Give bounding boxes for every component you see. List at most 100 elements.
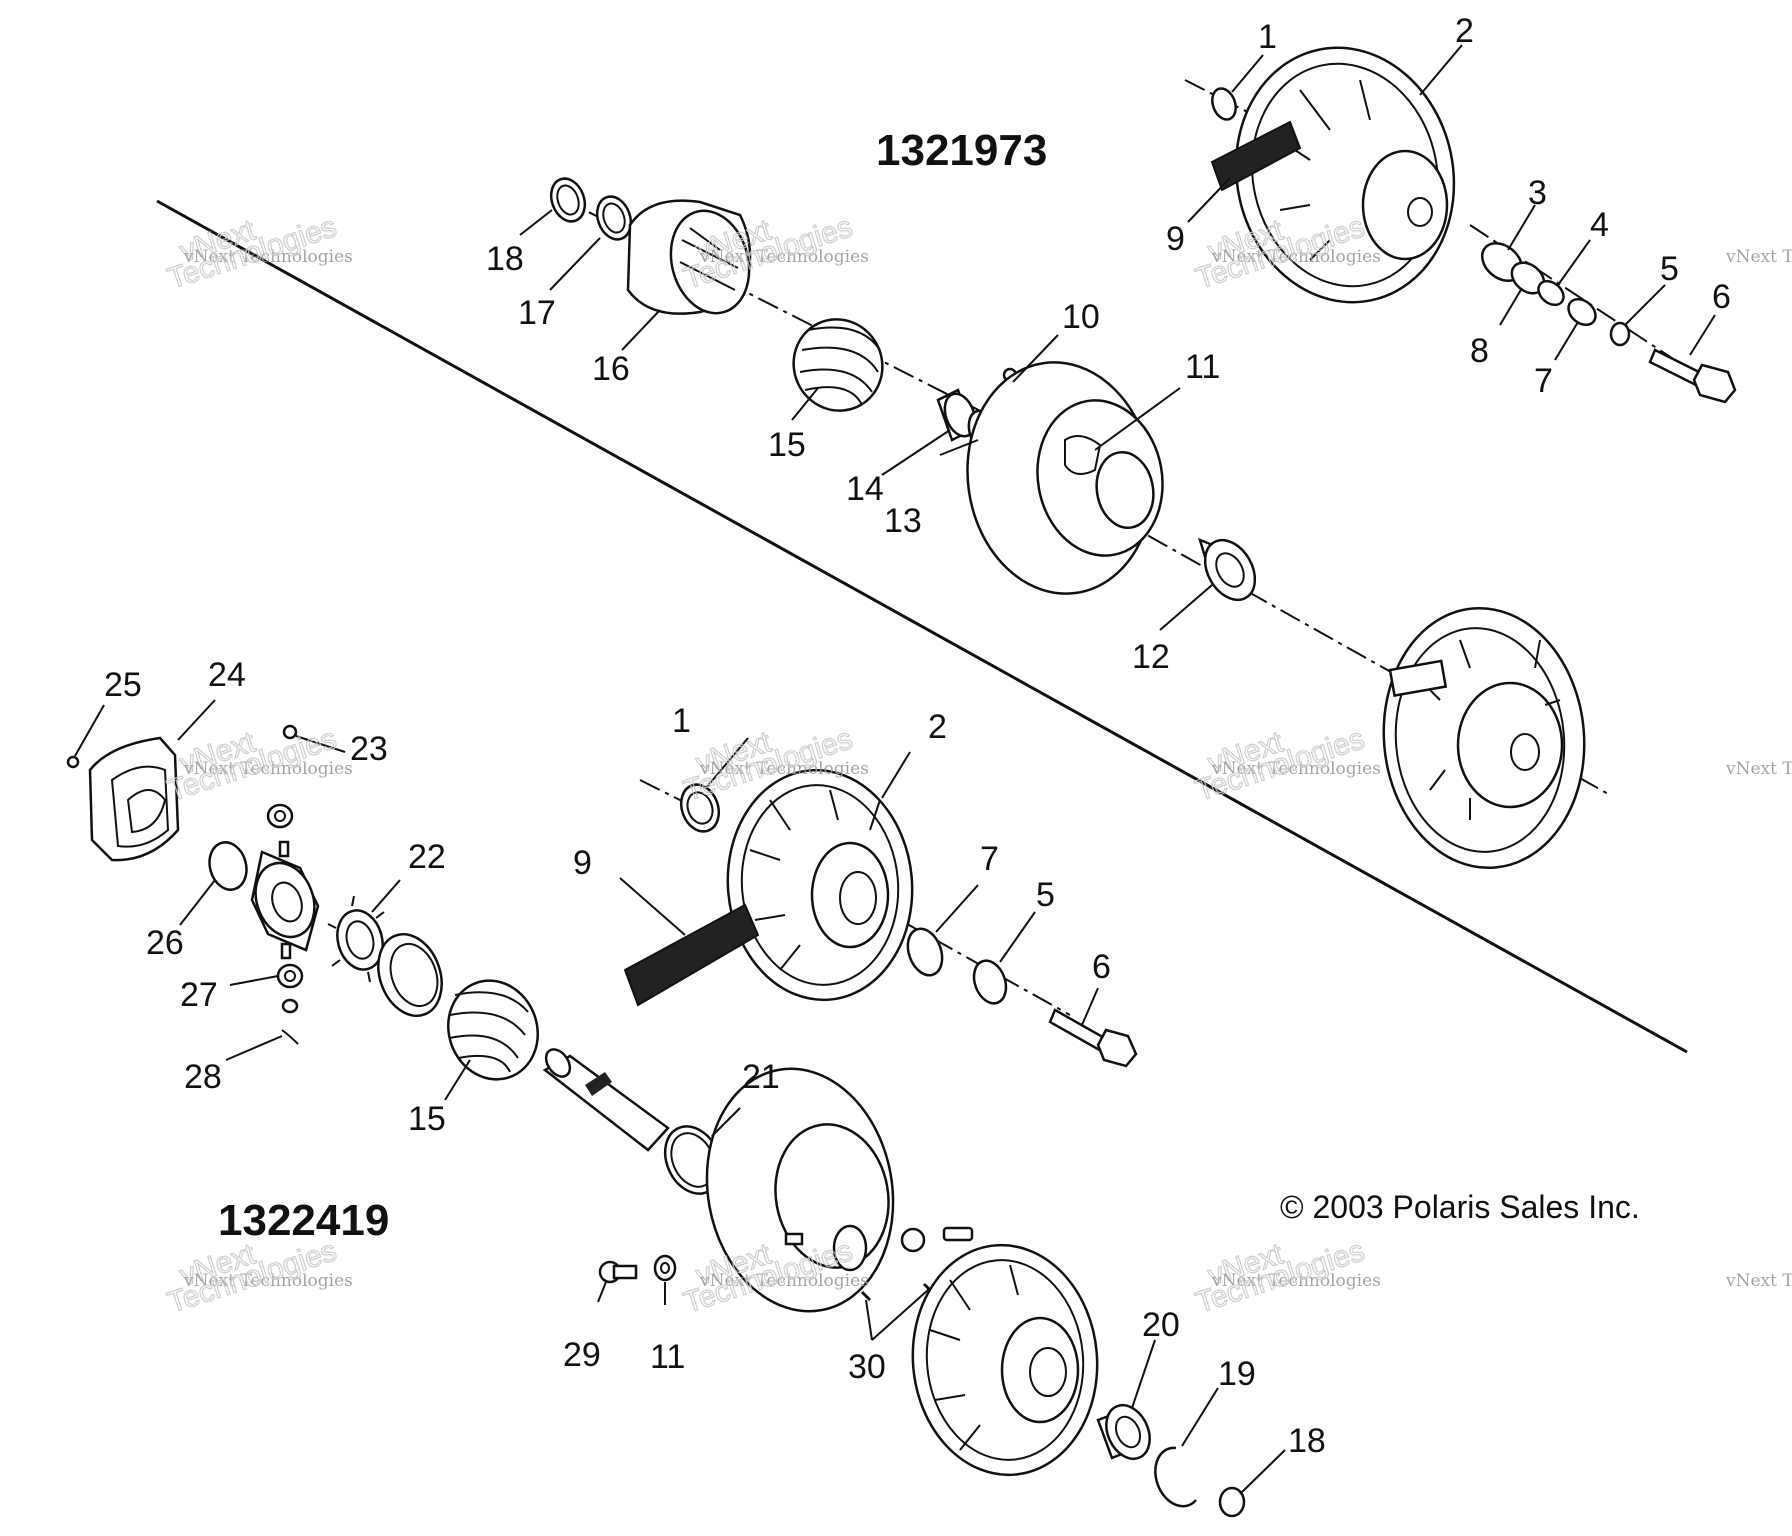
- callout-l25: 25: [104, 666, 142, 704]
- upper-assembly-number: 1321973: [876, 126, 1047, 175]
- callout-u15: 15: [768, 426, 806, 464]
- upper-assembly: 1321973 1 2 3 4 5 6 7 8 9 10 11 12 13 14…: [486, 12, 1737, 870]
- roller-top: [266, 803, 294, 829]
- watermark-text: vNext Technologies: [699, 1271, 869, 1291]
- washer-5-lower: [972, 959, 1008, 1005]
- callout-l15: 15: [408, 1100, 446, 1138]
- bushing-14: [936, 388, 977, 442]
- divider-line: [156, 199, 1688, 1054]
- bolt-right: [942, 1226, 974, 1242]
- roller-27: [276, 963, 304, 989]
- callout-l5: 5: [1036, 876, 1055, 914]
- shaft: [542, 1048, 670, 1152]
- callout-l23: 23: [350, 730, 388, 768]
- snap-ring-19: [1154, 1446, 1197, 1508]
- cover-24: [88, 736, 180, 862]
- callout-u4: 4: [1590, 206, 1609, 244]
- callout-l30: 30: [848, 1348, 886, 1386]
- spider-block: [250, 840, 320, 960]
- bolt-6-lower: [1048, 1008, 1138, 1068]
- snap-ring-18-lower: [1218, 1486, 1246, 1518]
- bolt-6: [1648, 348, 1737, 404]
- callout-l21: 21: [742, 1058, 780, 1096]
- callout-u9: 9: [1166, 220, 1185, 258]
- callout-l6: 6: [1092, 948, 1111, 986]
- callout-l11: 11: [650, 1338, 685, 1376]
- callout-l28: 28: [184, 1058, 222, 1096]
- belt-9: [1210, 120, 1302, 192]
- watermark-text: vNext Technologies: [183, 759, 353, 779]
- washer-4: [1537, 279, 1565, 307]
- belt-9-lower: [623, 903, 760, 1007]
- callout-l24: 24: [208, 656, 246, 694]
- nut-5: [1609, 321, 1631, 347]
- watermark-text: vNext Technologies: [1211, 247, 1381, 267]
- lower-assembly: 1322419 1 2 5 6 7 9 11 15 18 19 20 21 22…: [66, 656, 1326, 1518]
- sheave-2: [1234, 46, 1456, 304]
- clip-28: [281, 1029, 299, 1045]
- watermark-text: vNext Technologies: [1725, 247, 1792, 267]
- watermark-text: vNext Technologies: [1211, 759, 1381, 779]
- callout-u18: 18: [486, 240, 524, 278]
- callout-u5: 5: [1660, 250, 1679, 288]
- roller-right: [900, 1227, 926, 1253]
- watermark-text: vNext Technologies: [1725, 1271, 1792, 1291]
- callout-u3: 3: [1528, 174, 1547, 212]
- washer-7: [1567, 297, 1597, 327]
- bolt-29: [598, 1260, 638, 1284]
- spring-15-lower: [447, 979, 539, 1081]
- washer-small: [281, 998, 299, 1014]
- callout-u11: 11: [1185, 348, 1220, 386]
- ring-26: [208, 841, 248, 891]
- stationary-sheave-lower: [911, 1243, 1099, 1477]
- spring-cup: [377, 932, 443, 1018]
- callout-l27: 27: [180, 976, 218, 1014]
- lower-leaders: [74, 699, 1286, 1495]
- callout-l19: 19: [1218, 1355, 1256, 1393]
- callout-l7: 7: [980, 840, 999, 878]
- lower-assembly-number: 1322419: [218, 1196, 389, 1245]
- callout-u6: 6: [1712, 278, 1731, 316]
- washer-17: [595, 195, 633, 241]
- copyright-notice: © 2003 Polaris Sales Inc.: [1280, 1189, 1640, 1225]
- stationary-sheave: [1382, 606, 1586, 870]
- pin-30a: [860, 1290, 872, 1302]
- bearing-12: [1198, 537, 1257, 602]
- snap-ring-18: [549, 177, 587, 223]
- callout-u12: 12: [1132, 638, 1170, 676]
- callout-l9: 9: [573, 844, 592, 882]
- nut-11-lower: [653, 1254, 677, 1282]
- callout-u1: 1: [1258, 18, 1277, 56]
- moveable-sheave-11: [966, 361, 1164, 595]
- screw-23: [282, 724, 298, 740]
- cam-16: [626, 199, 752, 315]
- star-washer-22: [327, 895, 393, 983]
- callout-l22: 22: [408, 838, 446, 876]
- callout-l26: 26: [146, 924, 184, 962]
- moveable-sheave-lower: [705, 1067, 895, 1313]
- callout-u8: 8: [1470, 332, 1489, 370]
- upper-leaders: [519, 44, 1716, 631]
- watermark-text: vNext Technologies: [699, 759, 869, 779]
- bushing-1-lower: [679, 783, 721, 833]
- callout-u2: 2: [1455, 12, 1474, 50]
- callout-u7: 7: [1534, 362, 1553, 400]
- watermark-text: vNext Technologies: [183, 1271, 353, 1291]
- washer-1: [1211, 87, 1237, 121]
- watermark-text: vNext Technologies: [183, 247, 353, 267]
- callout-u17: 17: [518, 294, 556, 332]
- bearing-20: [1096, 1404, 1151, 1460]
- sheave-2-lower: [726, 768, 914, 1002]
- callout-l29: 29: [563, 1336, 601, 1374]
- spring-15: [792, 318, 884, 412]
- callout-l1: 1: [672, 702, 691, 740]
- washer-7-lower: [906, 927, 944, 977]
- watermark-text: vNext Technologies: [699, 247, 869, 267]
- callout-u14: 14: [846, 470, 884, 508]
- watermark-text: vNext Technologies: [1725, 759, 1792, 779]
- callout-l20: 20: [1142, 1306, 1180, 1344]
- callout-u16: 16: [592, 350, 630, 388]
- callout-u10: 10: [1062, 298, 1100, 336]
- watermark-text: vNext Technologies: [1211, 1271, 1381, 1291]
